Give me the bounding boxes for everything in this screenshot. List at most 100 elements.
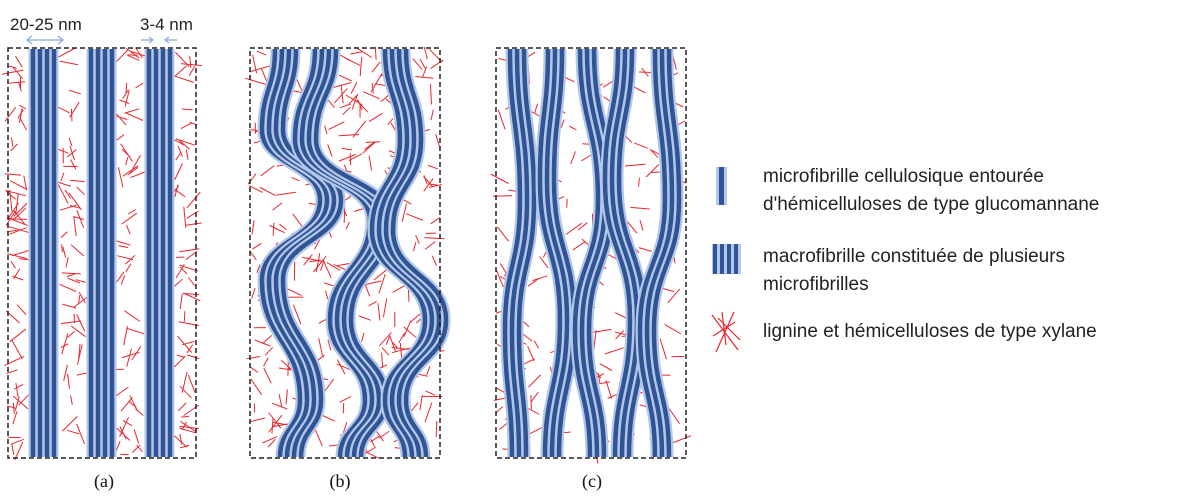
lignin-strand (527, 345, 535, 362)
lignin-strand (19, 117, 27, 131)
lignin-strand (267, 438, 276, 448)
lignin-strand (426, 366, 431, 376)
lignin-strand (13, 207, 27, 221)
lignin-strand (127, 54, 140, 61)
lignin-strand (175, 138, 196, 146)
lignin-strand (4, 355, 25, 367)
lignin-strand (342, 402, 345, 414)
lignin-strand (17, 109, 24, 119)
lignin-strand (69, 101, 80, 118)
microfibril (551, 48, 577, 458)
lignin-strand (115, 134, 125, 141)
legend: microfibrille cellulosique entourée d'hé… (711, 166, 1099, 353)
lignin-strand (430, 109, 434, 121)
lignin-strand (128, 400, 137, 408)
lignin-strand (120, 143, 133, 162)
lignin-strand (176, 354, 185, 358)
lignin-strand (272, 421, 288, 426)
lignin-strand (60, 231, 68, 239)
lignin-strand (341, 147, 352, 151)
lignin-strand (361, 332, 365, 342)
microfibril (572, 48, 601, 458)
fibrils-a (28, 49, 175, 457)
lignin-strand (129, 395, 138, 412)
lignin-strand (188, 66, 196, 76)
lignin-strand (129, 155, 141, 174)
lignin-strand (68, 192, 82, 211)
lignin-strand (630, 206, 650, 210)
lignin-strand (345, 221, 351, 230)
legend-microfibril-line-1: microfibrille cellulosique entourée (763, 166, 1044, 187)
lignin-strand (368, 300, 377, 307)
panel-a (2, 47, 202, 461)
lignin-strand (249, 65, 271, 73)
lignin-strand (325, 290, 329, 300)
lignin-strand (177, 145, 183, 157)
lignin-strand (59, 283, 77, 292)
panel-a-frame (7, 47, 197, 459)
lignin-strand (173, 185, 180, 193)
lignin-strand (313, 255, 327, 273)
lignin-strand (565, 222, 583, 235)
lignin-strand (180, 122, 192, 130)
lignin-strand (60, 172, 65, 182)
lignin-strand (178, 139, 190, 150)
lignin-strand (115, 440, 121, 452)
lignin-strand (497, 109, 506, 130)
lignin-strand (119, 416, 130, 437)
lignin-strand (330, 82, 352, 89)
lignin-strand (430, 217, 440, 225)
lignin-strand (256, 50, 267, 56)
lignin-strand (302, 256, 323, 263)
lignin-strand (377, 303, 381, 321)
lignin-strand (350, 51, 363, 55)
lignin-strand (181, 108, 193, 111)
microfibril (369, 48, 428, 458)
lignin-strand (9, 227, 27, 235)
lignin-strand (251, 288, 256, 299)
lignin-strand (324, 125, 328, 135)
lignin-strand (70, 244, 85, 257)
lignin-strand (378, 430, 390, 439)
lignin-strand (13, 268, 21, 280)
microfibril-icon (716, 167, 727, 205)
lignin-strand (364, 141, 376, 151)
microfibril (516, 48, 537, 458)
lignin-strand (527, 374, 541, 388)
lignin-strand (185, 222, 202, 226)
lignin-strand (560, 119, 565, 128)
lignin-strand (365, 280, 382, 285)
panel-c (490, 47, 692, 464)
lignin-strand (61, 333, 69, 355)
macrofibril-width-label: 20-25 nm (10, 15, 82, 34)
lignin-strand (119, 426, 127, 440)
lignin-strand (527, 277, 540, 287)
lignin-strand (12, 402, 15, 414)
lignin-strand (322, 259, 332, 278)
lignin-strand (423, 46, 428, 60)
lignin-strand (133, 429, 140, 444)
lignin-strand (351, 93, 359, 110)
fibrils-c (500, 48, 684, 458)
lignin-strand (333, 88, 348, 104)
lignin-strand (649, 148, 659, 159)
lignin-strand (593, 330, 597, 351)
lignin-strand (57, 181, 72, 187)
microfibril (390, 48, 449, 458)
lignin-strand (76, 186, 86, 196)
panel-c-frame (495, 47, 687, 459)
lignin-strand (78, 291, 86, 304)
lignin-strand (131, 444, 141, 453)
lignin-strand (181, 415, 190, 418)
microfibril (376, 48, 435, 458)
lignin-strand (604, 347, 624, 355)
lignin-strand (336, 359, 346, 375)
lignin-strand (2, 69, 24, 75)
lignin-strand (412, 58, 423, 70)
lignin-strand (260, 165, 275, 177)
lignin-strand (251, 220, 255, 235)
lignin-strand (368, 155, 373, 171)
lignin-strand (78, 295, 81, 304)
lignin-strand (326, 262, 341, 271)
lignin-strand (530, 394, 532, 410)
